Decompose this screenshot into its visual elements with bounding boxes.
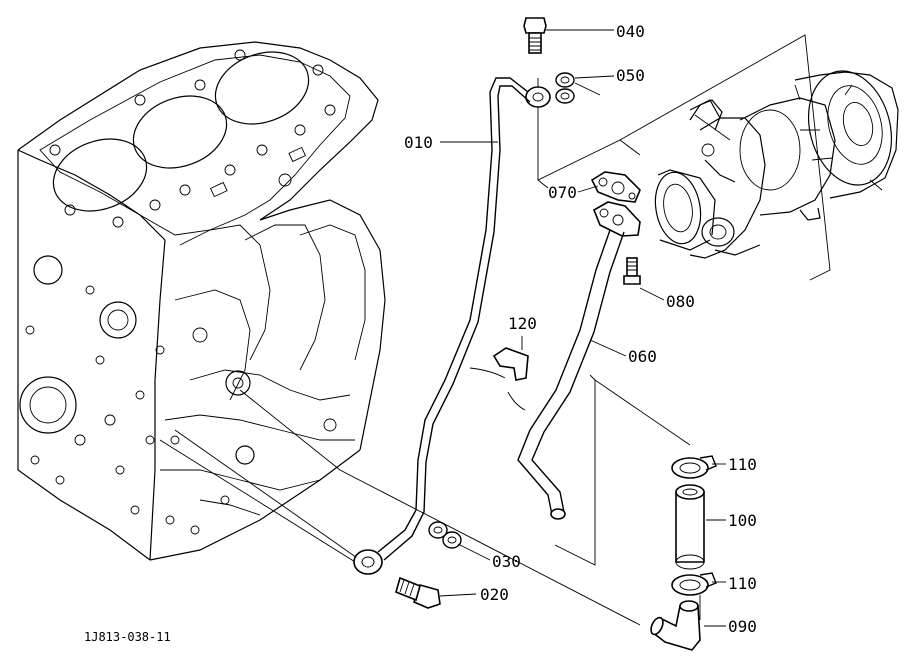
part-120-clamp: [469, 347, 529, 411]
part-030-washer: [428, 521, 462, 549]
label-040: 040: [616, 22, 645, 41]
part-020-bolt: [395, 576, 441, 609]
part-110-clamp-lower: [671, 572, 717, 596]
part-010-oil-pipe: [353, 77, 551, 575]
part-labels: 040 050 010 070 080 120 060 110 100 110 …: [84, 22, 757, 644]
engine-block: [17, 41, 386, 561]
leader-lines: [439, 29, 726, 627]
label-110-lower: 110: [728, 574, 757, 593]
label-070: 070: [548, 183, 577, 202]
label-090: 090: [728, 617, 757, 636]
label-120: 120: [508, 314, 537, 333]
part-070-gasket: [590, 171, 641, 203]
label-080: 080: [666, 292, 695, 311]
part-050-washer: [555, 72, 575, 104]
label-010: 010: [404, 133, 433, 152]
part-100-hose: [675, 484, 705, 570]
part-040-bolt: [523, 17, 547, 54]
part-060-return-pipe: [517, 201, 641, 520]
turbocharger: [654, 70, 899, 259]
label-110-upper: 110: [728, 455, 757, 474]
drawing-code: 1J813-038-11: [84, 630, 171, 644]
part-090-elbow-pipe: [650, 600, 701, 651]
part-110-clamp-upper: [671, 455, 717, 479]
label-100: 100: [728, 511, 757, 530]
part-080-bolt: [623, 257, 641, 285]
label-030: 030: [492, 552, 521, 571]
label-020: 020: [480, 585, 509, 604]
label-060: 060: [628, 347, 657, 366]
label-050: 050: [616, 66, 645, 85]
assembly-reference-lines: [159, 34, 831, 626]
